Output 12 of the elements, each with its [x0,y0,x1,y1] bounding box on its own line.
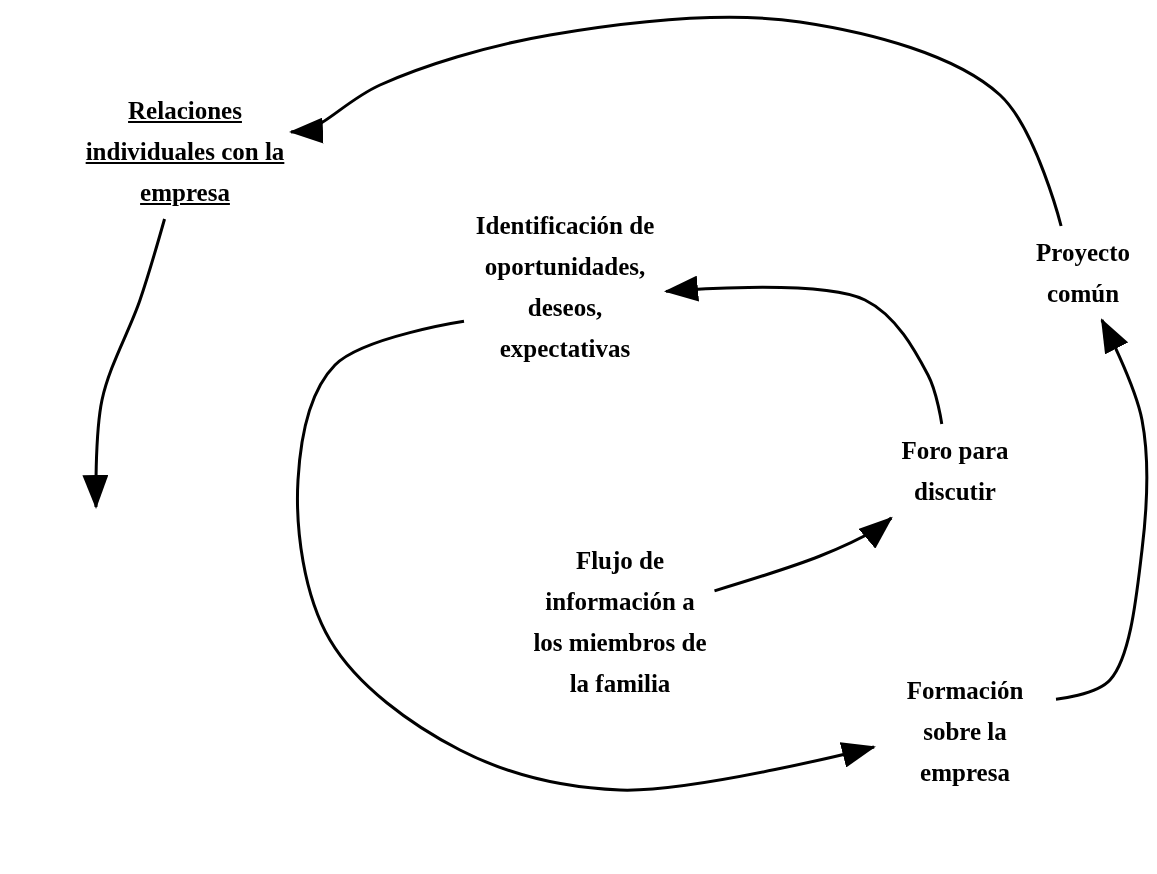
arrow [664,275,944,425]
node-label: Formación sobre la empresa [880,670,1050,793]
node-label: Flujo de información a los miembros de la familia [531,540,709,704]
arrow [82,218,166,509]
arrow [1055,318,1149,701]
arrow [289,15,1063,227]
arrow [296,319,876,792]
node-label: Relaciones individuales con la empresa [85,90,285,213]
arrow [714,516,893,593]
node-label: Identificación de oportunidades, deseos, expectativas [470,205,660,369]
node-label: Foro para discutir [875,430,1035,512]
node-label: Proyecto común [1013,232,1153,314]
